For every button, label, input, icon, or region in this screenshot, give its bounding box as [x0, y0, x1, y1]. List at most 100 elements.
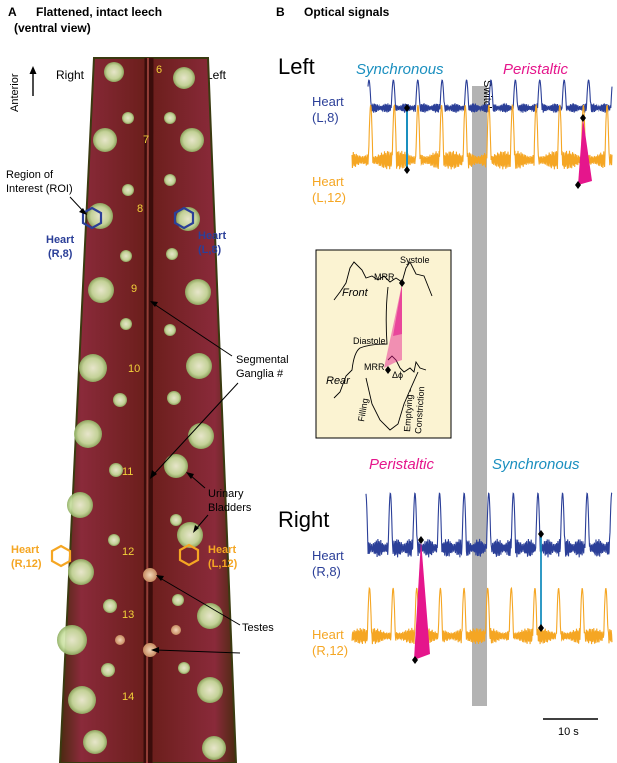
right-peristaltic-marker	[412, 536, 430, 664]
urinary-bladder	[103, 599, 117, 613]
segment-number: 9	[131, 283, 137, 295]
roi-label-line2: Interest (ROI)	[6, 183, 73, 195]
urinary-bladder	[164, 174, 176, 186]
urinary-bladder	[120, 250, 132, 262]
leech-body	[58, 57, 238, 763]
urinary-bladder	[166, 248, 178, 260]
urinary-bladder	[88, 277, 114, 303]
urinary-bladder	[170, 514, 182, 526]
urinary-bladder	[178, 662, 190, 674]
ganglia-label-line2: Ganglia #	[236, 368, 284, 380]
inset-diastole: Diastole	[353, 336, 386, 346]
urinary-bladder	[188, 423, 214, 449]
inset-emptying-line2: Constriction	[413, 386, 426, 434]
roi-heart-l12	[178, 543, 200, 567]
left-mode-after: Peristaltic	[503, 61, 569, 78]
roi-heart-l8	[173, 206, 195, 230]
segment-number: 8	[137, 203, 143, 215]
urinary-bladder	[109, 463, 123, 477]
heart-r8-label-line2: (R,8)	[48, 248, 73, 260]
panel-a-letter: A	[8, 5, 17, 19]
urinary-bladder	[67, 492, 93, 518]
roi-label-line1: Region of	[6, 169, 54, 181]
trace-heart-r12	[351, 586, 613, 645]
anterior-label: Anterior	[9, 73, 21, 112]
testis	[115, 635, 125, 645]
inset-rear: Rear	[326, 375, 351, 387]
inset-mrr-top: MRR	[374, 272, 395, 282]
urinary-bladder	[113, 393, 127, 407]
ganglia-pointer-lines	[150, 301, 239, 479]
urinary-bladder	[57, 625, 87, 655]
left-mode-before: Synchronous	[356, 61, 444, 78]
testes-shapes	[115, 568, 181, 657]
heart-l8-label-line1: Heart	[198, 230, 226, 242]
urinary-bladder	[197, 603, 223, 629]
inset-schematic	[315, 249, 452, 439]
inset-mrr-bottom: MRR	[364, 362, 385, 372]
bladders-label-line1: Urinary	[208, 488, 244, 500]
side-right-label: Right	[56, 68, 85, 82]
trace-heart-r8	[365, 492, 613, 558]
heart-l8-label-line2: (L,8)	[198, 244, 222, 256]
anterior-arrow	[29, 66, 37, 96]
inset-filling: Filling	[356, 397, 370, 422]
side-left-label: Left	[206, 68, 227, 82]
urinary-bladder	[108, 534, 120, 546]
trace-r8-label-line2: (R,8)	[312, 564, 341, 579]
urinary-bladder	[68, 686, 96, 714]
urinary-bladder	[180, 128, 204, 152]
right-mode-before: Peristaltic	[369, 456, 435, 473]
bladders-label-line2: Bladders	[208, 502, 252, 514]
trace-l12-label-line1: Heart	[312, 174, 344, 189]
urinary-bladder	[120, 318, 132, 330]
left-sync-marker	[404, 104, 410, 174]
testes-pointer-lines	[151, 575, 241, 654]
panel-b-title: Optical signals	[304, 5, 390, 19]
urinary-bladder	[173, 67, 195, 89]
trace-l12-label-line2: (L,12)	[312, 190, 346, 205]
bladder-pointer-lines	[186, 472, 209, 533]
urinary-bladder	[202, 736, 226, 760]
left-section-title: Left	[278, 54, 315, 79]
segment-number: 14	[122, 691, 134, 703]
testes-label: Testes	[242, 622, 274, 634]
roi-arrow	[69, 196, 87, 215]
trace-heart-l12	[351, 103, 613, 170]
trace-r12-label-line1: Heart	[312, 627, 344, 642]
segment-number: 10	[128, 363, 140, 375]
right-mode-after: Synchronous	[492, 456, 580, 473]
urinary-bladder	[101, 663, 115, 677]
testis	[171, 625, 181, 635]
roi-heart-r12	[50, 544, 72, 568]
segment-number: 7	[143, 134, 149, 146]
right-sync-marker	[538, 530, 544, 632]
trace-r8-label-line1: Heart	[312, 548, 344, 563]
heart-l12-label-line1: Heart	[208, 544, 236, 556]
segment-number: 6	[156, 64, 162, 76]
heart-r12-label-line2: (R,12)	[11, 558, 42, 570]
urinary-bladder	[122, 184, 134, 196]
urinary-bladder	[83, 730, 107, 754]
urinary-bladder	[185, 279, 211, 305]
trace-l8-label-line2: (L,8)	[312, 110, 339, 125]
testis	[143, 568, 157, 582]
urinary-bladder	[164, 112, 176, 124]
heart-r12-label-line1: Heart	[11, 544, 39, 556]
urinary-bladder	[186, 353, 212, 379]
urinary-bladder	[68, 559, 94, 585]
panel-b-letter: B	[276, 5, 285, 19]
segment-number: 12	[122, 546, 134, 558]
urinary-bladder	[172, 594, 184, 606]
urinary-bladder	[164, 324, 176, 336]
heart-r8-label-line1: Heart	[46, 234, 74, 246]
scale-bar-label: 10 s	[558, 726, 579, 738]
heart-l12-label-line2: (L,12)	[208, 558, 238, 570]
switch-bar	[472, 86, 487, 706]
inset-emptying-line1: Emptying -	[402, 389, 415, 433]
urinary-bladder	[104, 62, 124, 82]
ganglia-label-line1: Segmental	[236, 354, 289, 366]
trace-l8-label-line1: Heart	[312, 94, 344, 109]
